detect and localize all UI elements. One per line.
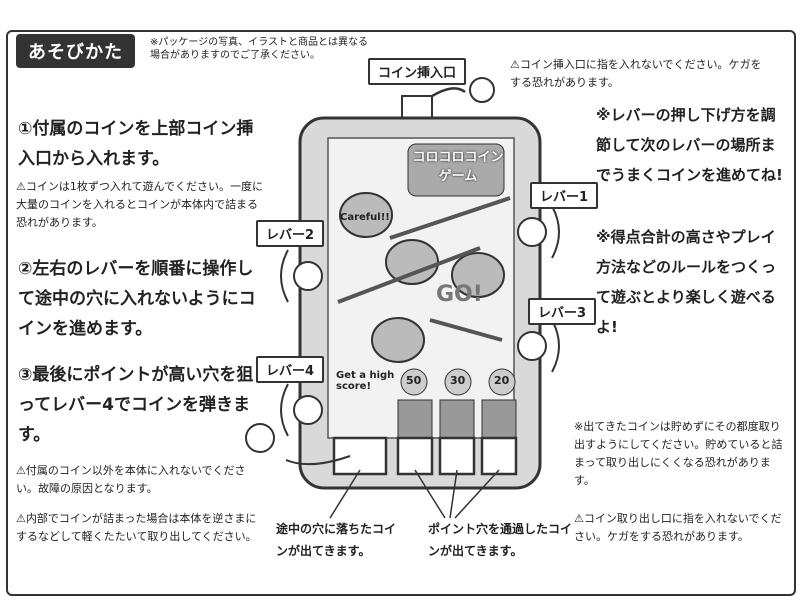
step-1-text: 付属のコインを上部コイン挿入口から入れます。 xyxy=(18,119,254,169)
cup-2 xyxy=(385,239,439,285)
lever-1-arrow xyxy=(551,205,560,259)
fail-exit-tray xyxy=(332,436,388,476)
instruction-frame xyxy=(6,30,796,596)
lever-2-label: レバー2 xyxy=(256,220,325,247)
point-exit-tray-1 xyxy=(396,436,434,476)
lever-3 xyxy=(517,331,547,361)
rail-1 xyxy=(389,196,511,240)
lever-4-arrow xyxy=(280,383,289,437)
score-50: 50 xyxy=(406,374,422,387)
rail-3 xyxy=(429,318,503,342)
coin-slot xyxy=(401,95,433,119)
coin-top-icon xyxy=(469,77,495,103)
lever-3-arrow xyxy=(551,319,560,373)
page-title: あそびかた xyxy=(16,34,135,68)
warning-jam: ⚠内部でコインが詰まった場合は本体を逆さまにするなどして軽くたたいて取り出してく… xyxy=(16,512,257,543)
caution-text: Careful!! xyxy=(340,212,390,223)
rail-2 xyxy=(337,246,481,304)
warning-exit-slot: ⚠コイン取り出し口に指を入れないでください。ケガをする恐れがあります。 xyxy=(574,512,782,543)
score-banner: Get a high score! xyxy=(336,370,395,392)
callout-line-point-1 xyxy=(414,469,446,519)
tube-1 xyxy=(397,399,433,441)
warning-coin-slot: ⚠コイン挿入口に指を入れないでください。ケガをする恐れがあります。 xyxy=(510,58,762,89)
score-hole-50 xyxy=(400,368,428,396)
lever-4 xyxy=(293,395,323,425)
lever-2 xyxy=(293,261,323,291)
point-exit-tray-2 xyxy=(438,436,476,476)
lever-4-label: レバー4 xyxy=(256,356,325,383)
tip-rules: ※得点合計の高さやプレイ方法などのルールをつくって遊ぶとより楽しく遊べるよ! xyxy=(596,228,777,336)
warning-take-out: ※出てきたコインは貯めずにその都度取り出すようにしてください。貯めていると詰まっ… xyxy=(574,420,783,487)
coin-left-icon xyxy=(245,423,275,453)
score-hole-20 xyxy=(488,368,516,396)
callout-fail-hole: 途中の穴に落ちたコインが出てきます。 xyxy=(276,522,397,558)
tube-2 xyxy=(439,399,475,441)
lever-3-label: レバー3 xyxy=(528,298,597,325)
step-1: ①付属のコインを上部コイン挿入口から入れます。 xyxy=(18,114,263,174)
warning-step1: ⚠コインは1枚ずつ入れて遊んでください。一度に大量のコインを入れるとコインが本体… xyxy=(16,180,263,229)
game-logo: コロコロコインゲーム xyxy=(412,150,504,184)
cup-3 xyxy=(451,252,505,298)
callout-line-point-3 xyxy=(454,469,500,519)
cup-1 xyxy=(339,192,393,238)
callout-point-hole: ポイント穴を通過したコインが出てきます。 xyxy=(428,522,573,558)
fail-exit-arrow xyxy=(285,455,351,466)
callout-line-fail xyxy=(329,469,361,519)
step-3-text: 最後にポイントが高い穴を狙ってレバー4でコインを弾きます。 xyxy=(18,365,254,445)
step-2-text: 左右のレバーを順番に操作して途中の穴に入れないようにコインを進めます。 xyxy=(18,259,256,339)
tip-lever: ※レバーの押し下げ方を調節して次のレバーの場所までうまくコインを進めてね! xyxy=(596,106,783,184)
score-30: 30 xyxy=(450,374,466,387)
go-banner: GO! xyxy=(436,282,483,307)
coin-slot-label: コイン挿入口 xyxy=(368,58,467,85)
game-device-illustration xyxy=(245,77,560,519)
score-20: 20 xyxy=(494,374,510,387)
step-1-number: ① xyxy=(18,119,33,139)
cup-4 xyxy=(371,317,425,363)
lever-2-arrow xyxy=(280,249,289,303)
callout-line-point-2 xyxy=(449,469,458,519)
point-exit-tray-3 xyxy=(480,436,518,476)
package-note: ※パッケージの写真、イラストと商品とは異なる場合がありますのでご了承ください。 xyxy=(150,37,368,61)
step-3: ③最後にポイントが高い穴を狙ってレバー4でコインを弾きます。 xyxy=(18,360,258,450)
logo-badge xyxy=(407,143,505,197)
tube-3 xyxy=(481,399,517,441)
step-2: ②左右のレバーを順番に操作して途中の穴に入れないようにコインを進めます。 xyxy=(18,254,263,344)
warning-foreign-coins: ⚠付属のコイン以外を本体に入れないでください。故障の原因となります。 xyxy=(16,464,246,495)
step-2-number: ② xyxy=(18,259,33,279)
step-3-number: ③ xyxy=(18,365,33,385)
score-hole-30 xyxy=(444,368,472,396)
lever-1-label: レバー1 xyxy=(530,182,599,209)
lever-1 xyxy=(517,217,547,247)
